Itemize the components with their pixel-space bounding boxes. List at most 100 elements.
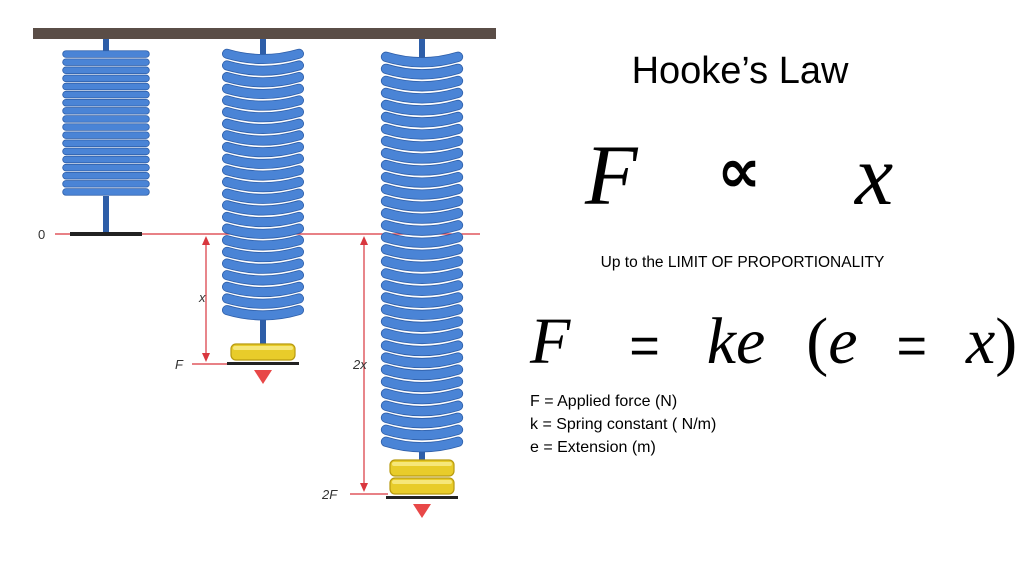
spring-coil [381,52,463,67]
spring-coil [222,107,304,122]
definition-spring-constant: k = Spring constant ( N/m) [530,416,717,433]
spring-coil [381,88,463,103]
force-down-arrow [254,370,272,384]
spring-coil [222,96,304,110]
formula-x: x [965,305,996,378]
spring-coil [381,401,463,416]
formula-ke: ke [706,305,766,378]
spring-coil [222,166,304,180]
limit-of-proportionality-note: Up to the LIMIT OF PROPORTIONALITY [600,254,885,271]
formula-equals: = [629,317,660,375]
spring-coil [381,365,463,380]
spring-coil [222,154,304,169]
formula-e: e [828,305,858,378]
spring-coil [381,377,463,392]
spring-coil [381,112,463,127]
spring-plate [70,232,142,236]
spring-coil [381,64,463,79]
spring-coil [222,294,304,308]
2f-label: 2F [321,487,338,502]
spring-coil [381,100,463,115]
x-extension-arrow [202,236,210,362]
spring-coil [381,437,463,452]
weight-highlight [233,346,293,350]
proportionality-statement: F ∝ x [585,130,905,230]
spring-hook [419,39,425,59]
spring-rod [103,196,109,232]
spring-coil [381,305,463,320]
spring-coil [222,201,304,215]
spring-diagram: 0 x F 2x 2F [33,28,496,518]
x-label: x [198,290,206,305]
weight-highlight [392,480,452,484]
spring-coil [381,160,463,175]
spring-coil [381,184,463,199]
spring-coil [381,244,463,260]
proportional-to-symbol: ∝ [717,134,762,207]
spring-coil [381,389,463,404]
spring-rod [260,320,266,344]
spring-coil [381,124,463,139]
weight-base [386,496,458,499]
spring-coil [222,270,304,285]
spring-coil [381,281,463,296]
spring-two-weights [380,39,464,518]
spring-hook [260,39,266,56]
hookes-law-formula: F = ke (e = x) [530,305,1017,385]
2x-label: 2x [352,357,367,372]
spring-coil [222,49,304,64]
definition-force: F = Applied force (N) [530,393,678,410]
slide-title: Hooke’s Law [631,50,849,92]
spring-coil [381,353,463,368]
spring-coil [222,259,304,273]
spring-coil [222,72,304,87]
spring-coil [381,329,463,344]
2x-extension-arrow [360,236,368,492]
weight-base [227,362,299,365]
spring-one-weight [222,39,304,384]
spring-coil [222,119,304,134]
definition-extension: e = Extension (m) [530,439,656,456]
spring-coil [381,196,463,211]
formula-open-paren: ( [806,305,829,378]
formula-close-paren: ) [995,305,1018,378]
spring-coil [222,131,304,145]
force-down-arrow [413,504,431,518]
spring-coil [222,142,304,157]
extension-symbol: x [855,127,894,223]
symbol-definitions: F = Applied force (N) k = Spring constan… [530,390,716,459]
spring-coil [381,148,463,163]
formula-equals-2: = [896,317,927,375]
spring-coil [381,136,463,151]
spring-coil [222,61,304,75]
spring-coil [381,232,463,247]
spring-coil [381,76,463,91]
spring-coil [381,256,463,272]
spring-coil [381,293,463,308]
spring-coil [381,425,463,440]
spring-unloaded [62,39,150,236]
spring-coil [222,224,304,238]
spring-coil [222,305,304,320]
spring-rod [419,452,425,460]
spring-coil [381,413,463,428]
spring-coil [381,172,463,187]
spring-coil [381,220,463,235]
spring-coil [222,189,304,204]
spring-coil [222,212,304,227]
spring-coil [381,208,463,223]
spring-coil [222,84,304,99]
weight-highlight [392,462,452,466]
ceiling-bar [33,28,496,39]
spring-coil [381,341,463,356]
spring-coil [222,177,304,192]
force-symbol: F [585,127,638,223]
f-label: F [175,357,184,372]
spring-coil [381,269,463,284]
spring-coil [381,317,463,332]
formula-f: F [530,305,571,378]
zero-label: 0 [38,227,45,242]
spring-hook [103,39,109,54]
spring-coil [222,282,304,297]
